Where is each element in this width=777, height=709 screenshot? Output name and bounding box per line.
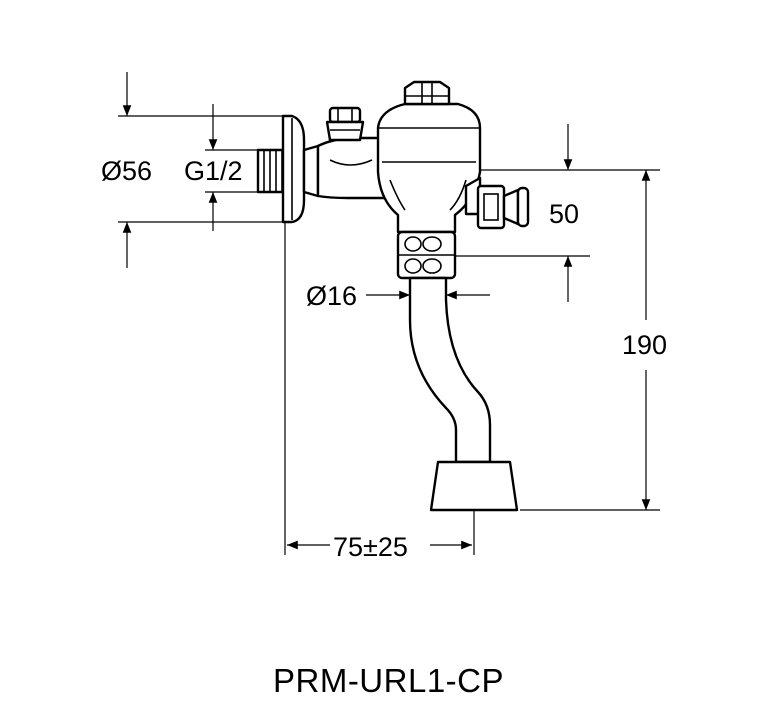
outlet-spud (429, 460, 519, 512)
dim-total-height: 190 (622, 330, 667, 360)
dim-flange-diameter: Ø56 (101, 156, 152, 186)
stop-valve-cap (325, 106, 365, 142)
dim-horizontal-offset: 75±25 (333, 532, 408, 562)
flush-handle (464, 176, 530, 230)
model-number: PRM-URL1-CP (272, 662, 505, 699)
wall-flange (281, 114, 320, 224)
dim-height-offset: 50 (549, 199, 579, 229)
valve-drawing (256, 80, 530, 512)
flush-pipe (408, 276, 492, 464)
dimension-lines (118, 72, 660, 555)
coupling-nut (396, 230, 457, 280)
dim-pipe-diameter: Ø16 (306, 281, 357, 311)
dim-thread: G1/2 (184, 156, 243, 186)
valve-body (376, 80, 482, 234)
